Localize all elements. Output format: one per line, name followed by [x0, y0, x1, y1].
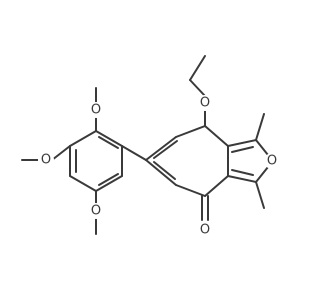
bond-double-inner	[231, 146, 254, 153]
bond	[227, 175, 257, 183]
svg-text:O: O	[200, 96, 210, 111]
bond	[145, 136, 177, 161]
bond	[121, 145, 147, 161]
atom-label-methoxy-middle-oxygen: O	[38, 152, 54, 168]
bond	[204, 125, 229, 147]
bond	[189, 55, 206, 81]
bond	[145, 159, 177, 186]
bond-double-inner	[153, 161, 176, 180]
chemical-structure-diagram: O O O O O O	[21, 55, 280, 238]
bond-double-inner	[231, 169, 254, 176]
svg-text:O: O	[41, 153, 51, 168]
atom-label-ethoxy-oxygen: O	[197, 95, 213, 111]
atom-label-methoxy-top-oxygen: O	[88, 102, 104, 118]
bond	[227, 139, 257, 147]
bond	[69, 130, 97, 147]
atom-label-furan-oxygen: O	[264, 153, 280, 169]
bond	[255, 139, 269, 156]
svg-text:O: O	[91, 204, 101, 219]
svg-text:O: O	[267, 154, 277, 169]
bond	[175, 184, 206, 197]
svg-text:O: O	[91, 103, 101, 118]
bond	[51, 145, 71, 161]
bond	[255, 166, 269, 183]
bond	[255, 181, 265, 209]
bond	[189, 79, 206, 97]
bond	[95, 130, 123, 147]
bond	[255, 113, 265, 141]
bond-double-inner	[98, 173, 119, 186]
atom-label-methoxy-bottom-oxygen: O	[88, 203, 104, 219]
atom-label-ketone-oxygen: O	[197, 222, 213, 238]
bond	[95, 175, 123, 192]
bond	[175, 125, 206, 138]
bond	[69, 175, 97, 192]
svg-text:O: O	[200, 223, 210, 238]
bonds	[21, 55, 269, 235]
bond	[204, 175, 229, 197]
atom-labels: O O O O O O	[38, 95, 280, 238]
bond-double-inner	[153, 140, 178, 159]
bond-double-inner	[98, 136, 119, 149]
